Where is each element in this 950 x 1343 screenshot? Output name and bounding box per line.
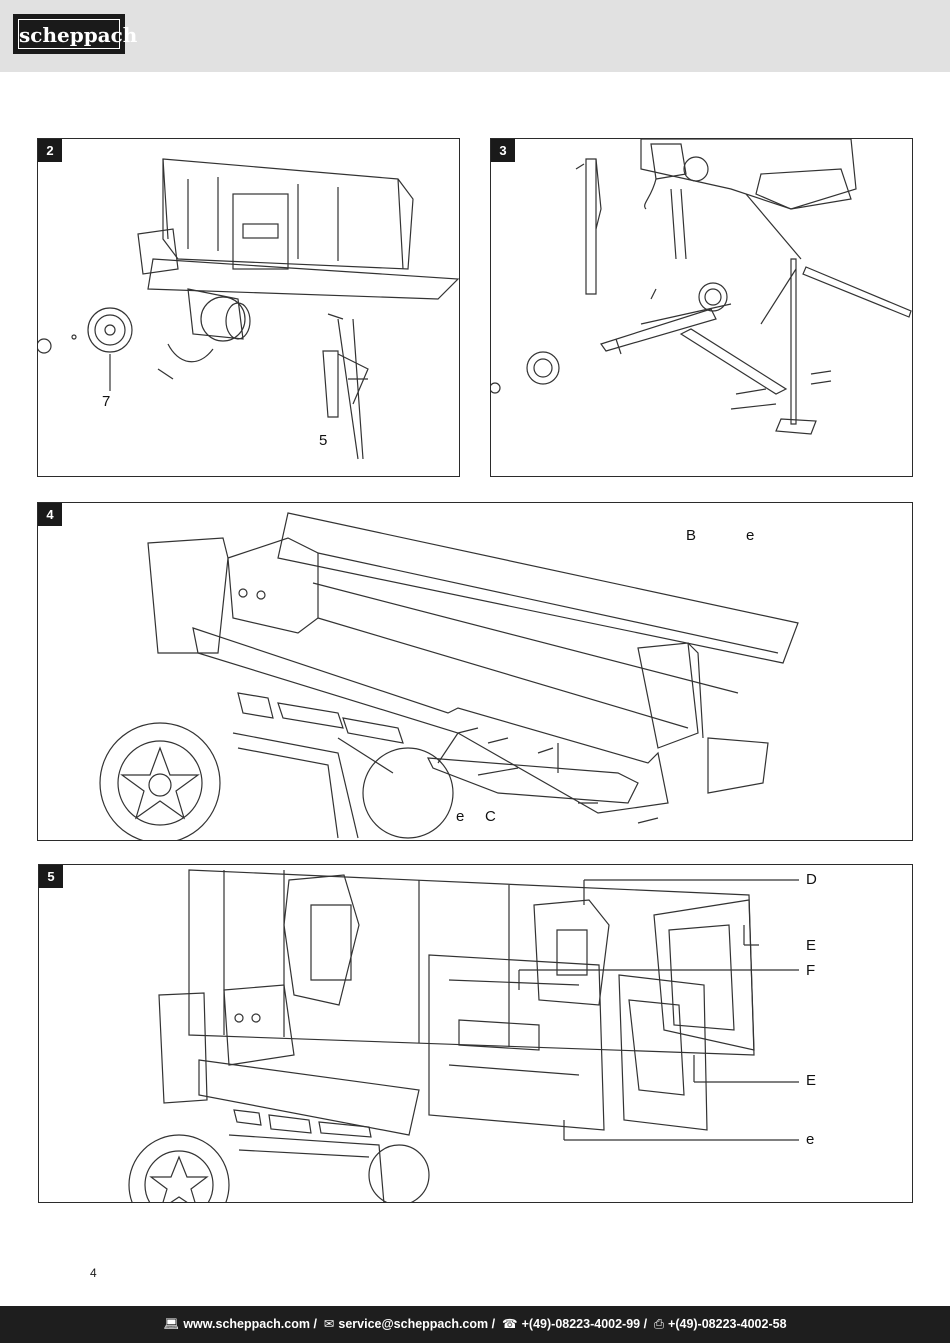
footer-email: service@scheppach.com / [338,1317,496,1331]
figure-4-number: 4 [38,503,62,526]
figure-2-label-5: 5 [319,432,328,449]
figure-3-drawing [491,139,912,435]
figure-2-label-7: 7 [102,393,111,410]
figure-5-number: 5 [39,865,63,888]
figure-5-panel: 5 D E F E e [38,864,913,1203]
fax-icon: ⎙ [654,1317,665,1331]
figure-2-drawing [38,158,459,460]
figure-5-label-F: F [806,962,816,979]
figure-5-label-e: e [806,1131,815,1148]
footer-phone: +(49)-08223-4002-99 / [521,1317,648,1331]
figure-4-panel: 4 B e e C [37,502,913,841]
computer-icon: 💻︎ [163,1317,180,1331]
figure-5-label-E-bottom: E [806,1072,817,1089]
mail-icon: ✉︎ [323,1317,335,1331]
brand-logo-text: scheppach [18,19,137,49]
page-header: scheppach [0,0,950,72]
figure-3-number: 3 [491,139,515,162]
figure-5-label-D: D [806,871,817,888]
figure-5-label-E-top: E [806,937,817,954]
figure-5-drawing [128,869,799,1202]
figure-2-panel: 2 7 5 [37,138,460,477]
footer-website: www.scheppach.com / [183,1317,317,1331]
figure-4-drawing [99,512,799,840]
figure-3-panel: 3 [490,138,913,477]
page-footer: 💻︎www.scheppach.com / ✉︎service@scheppac… [0,1306,950,1343]
figure-4-label-e-top: e [746,527,755,544]
figure-4-label-C: C [485,808,496,825]
footer-fax: +(49)-08223-4002-58 [668,1317,787,1331]
phone-icon: ☎︎ [502,1317,518,1331]
figure-4-label-e-bottom: e [456,808,465,825]
page-number: 4 [90,1266,97,1280]
brand-logo: scheppach [13,14,137,54]
figure-2-number: 2 [38,139,62,162]
figure-4-label-B: B [686,527,697,544]
